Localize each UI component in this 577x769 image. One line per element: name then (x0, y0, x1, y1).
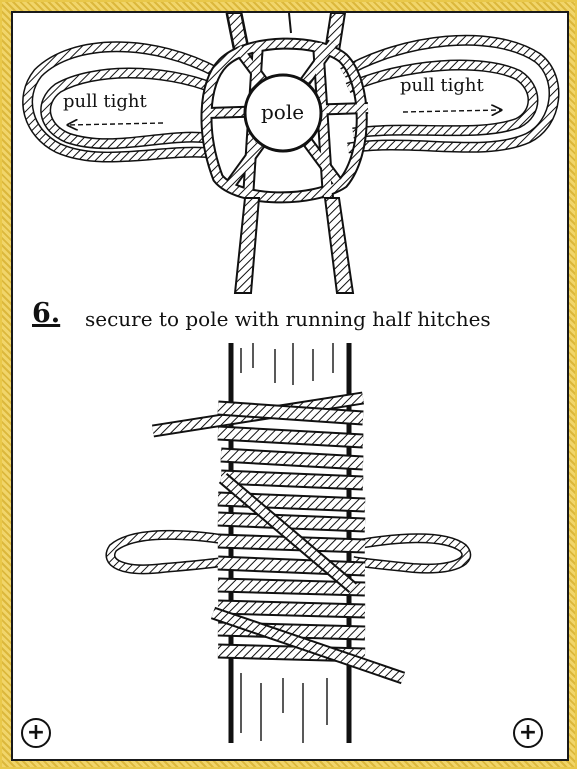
plus-circle-icon: + (519, 722, 537, 744)
step-number: 6. (32, 298, 60, 329)
zoom-in-right-button[interactable]: + (513, 718, 543, 748)
pull-tight-right-label: pull tight (400, 75, 484, 96)
step-instruction: secure to pole with running half hitches (85, 307, 491, 331)
knot-illustration (13, 13, 569, 761)
plus-circle-icon: + (27, 722, 45, 744)
pole-label: pole (261, 100, 304, 124)
illustration-panel: pull tight pull tight pole 6. secure to … (11, 11, 569, 761)
zoom-in-left-button[interactable]: + (21, 718, 51, 748)
pull-tight-left-label: pull tight (63, 91, 147, 112)
top-knot-drawing (28, 13, 554, 293)
lashing-drawing (110, 343, 466, 743)
